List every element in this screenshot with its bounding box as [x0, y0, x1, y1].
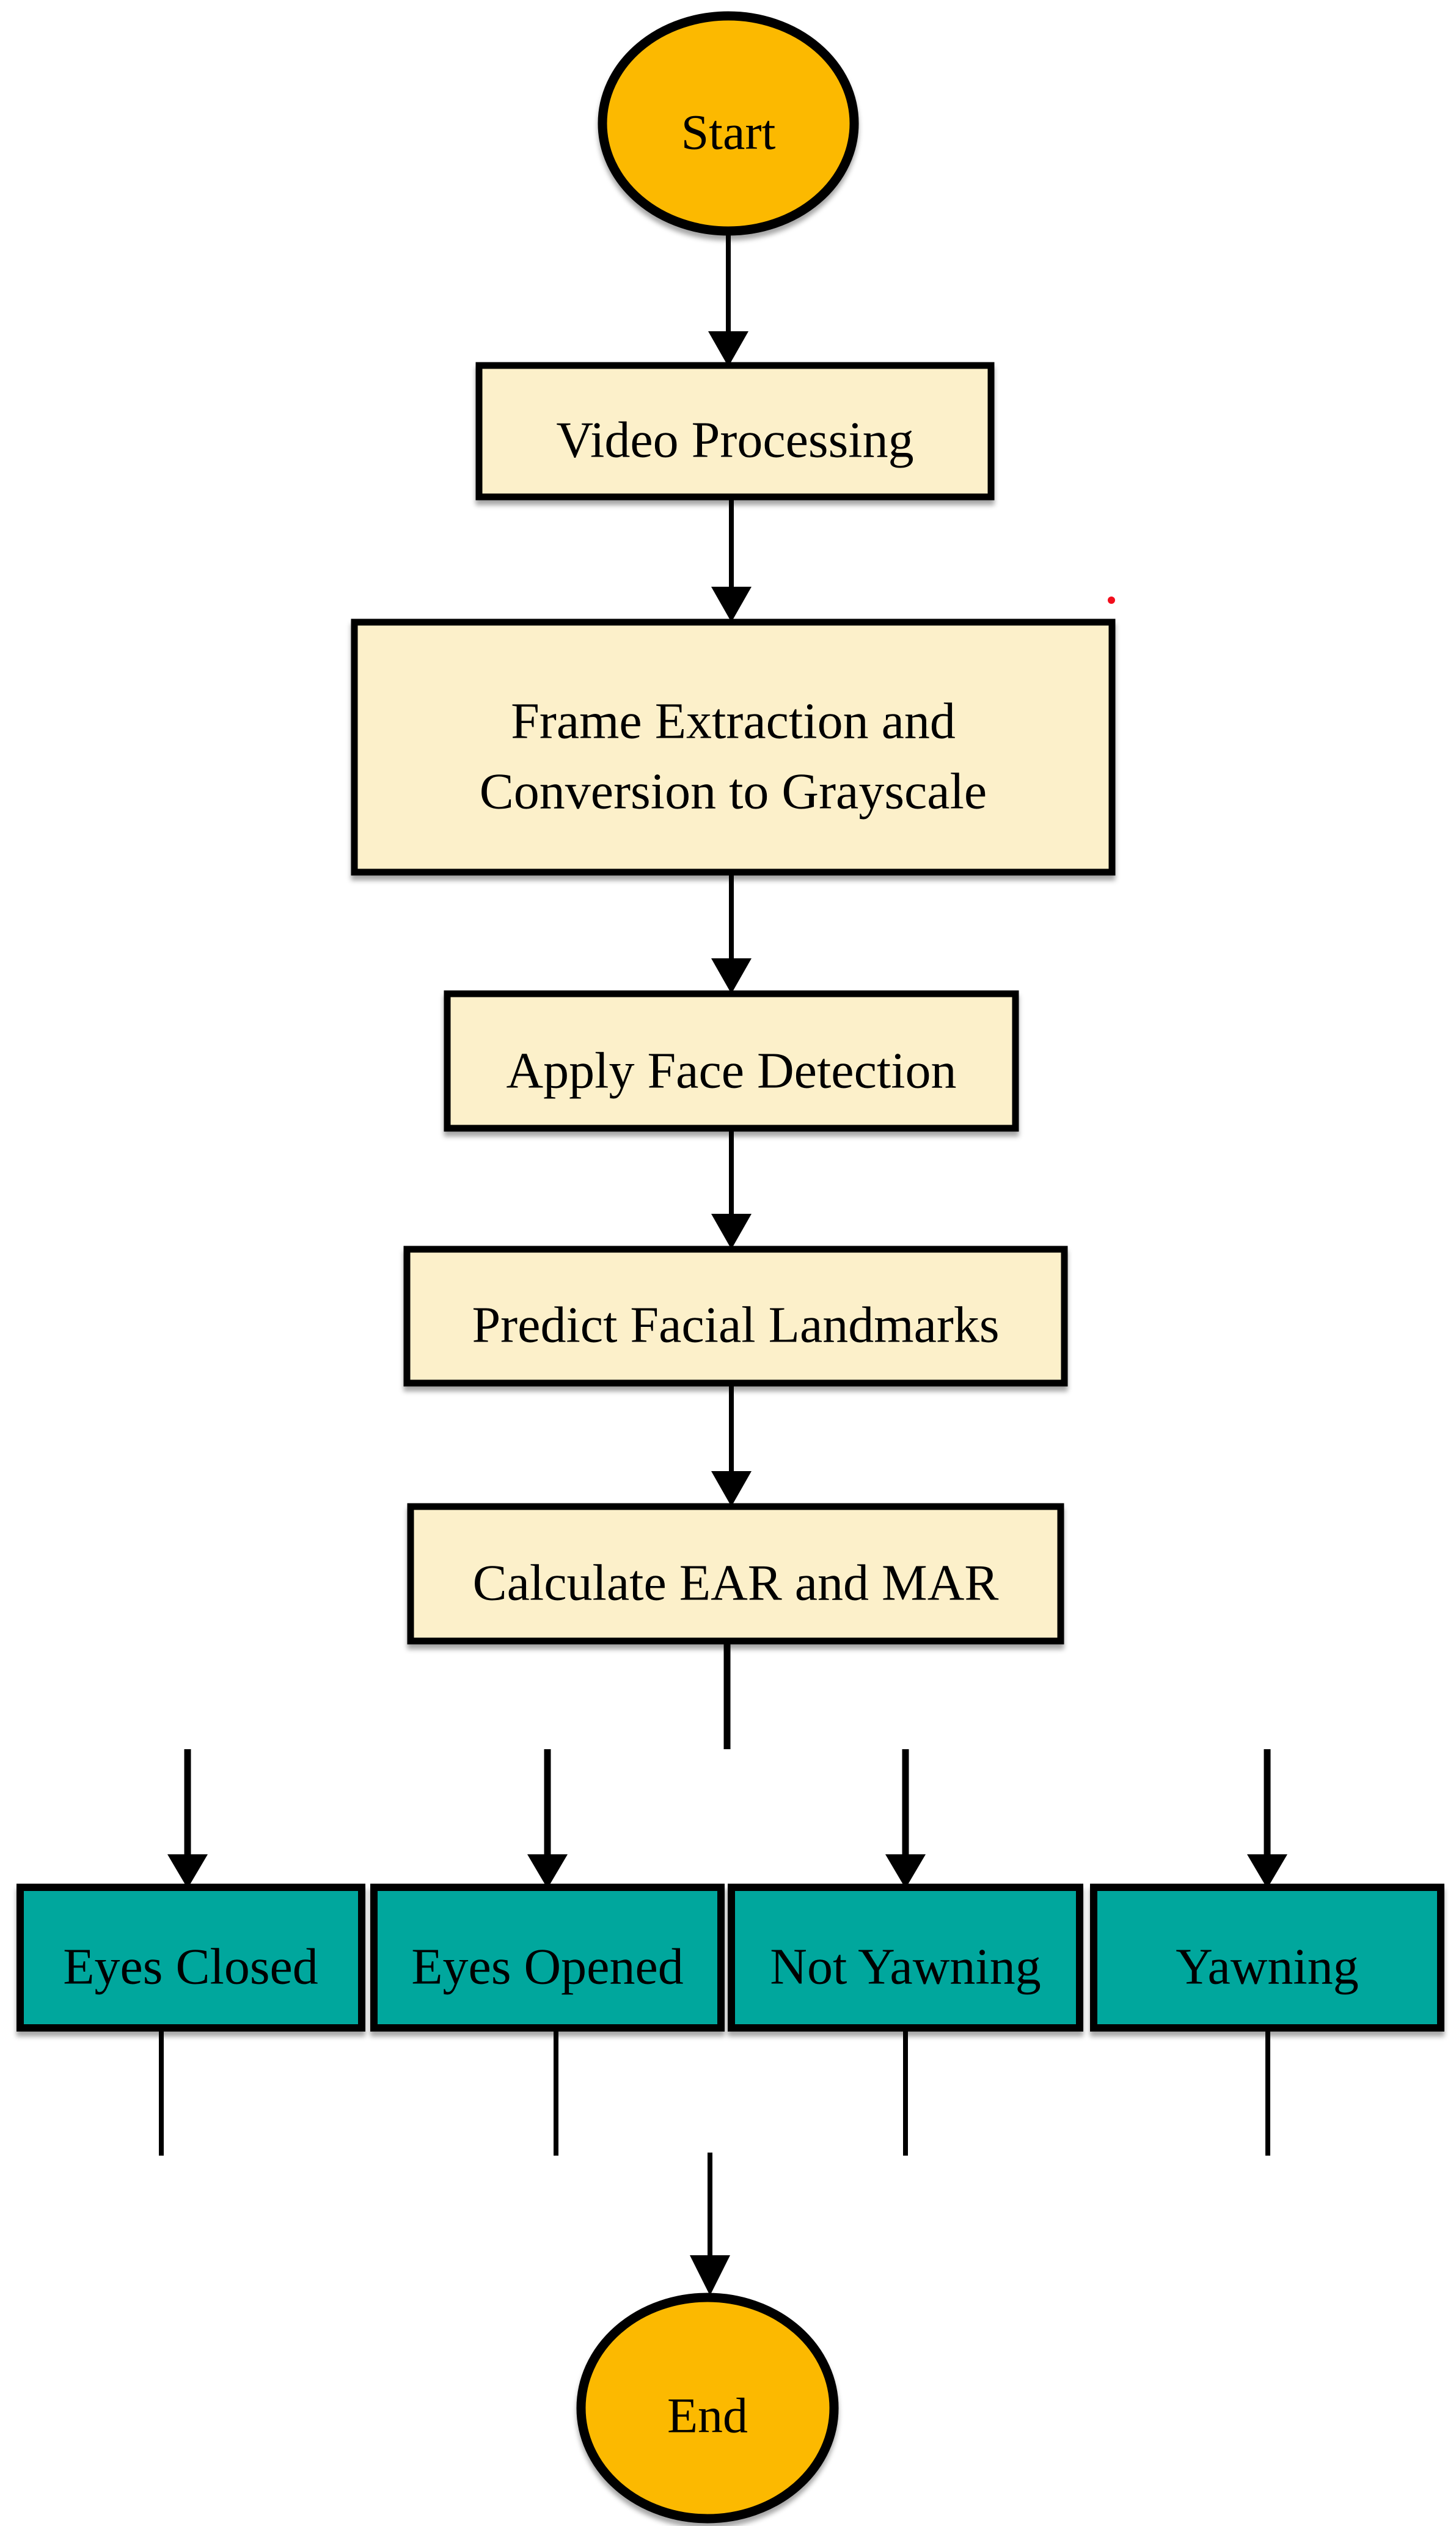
node-predict-facial-landmarks: [403, 1246, 1068, 1387]
node-video-processing-label: Video Processing: [556, 412, 913, 469]
node-not-yawning: [728, 1884, 1083, 2032]
node-layer: Start Video Processing Frame Extraction …: [16, 11, 1444, 2524]
node-calculate-ear-mar-label: Calculate EAR and MAR: [473, 1555, 999, 1612]
arrowhead-icon: [167, 1854, 208, 1889]
stray-red-dot: [1108, 597, 1115, 604]
node-apply-face-detection: [444, 990, 1019, 1132]
node-start-label: Start: [681, 105, 776, 160]
node-yawning: [1090, 1884, 1444, 2032]
arrowhead-icon: [1247, 1854, 1287, 1889]
node-not-yawning-label: Not Yawning: [770, 1939, 1041, 1995]
node-calculate-ear-mar: [407, 1503, 1064, 1645]
arrowhead-icon: [711, 587, 752, 622]
node-end: [576, 2293, 839, 2524]
connector-layer: [158, 231, 1287, 2296]
node-eyes-closed: [16, 1884, 365, 2032]
arrowhead-icon: [711, 1214, 752, 1249]
node-apply-face-detection-label: Apply Face Detection: [506, 1043, 956, 1100]
node-end-label: End: [667, 2388, 748, 2443]
node-video-processing: [475, 362, 995, 501]
arrowhead-icon: [885, 1854, 926, 1889]
arrowhead-icon: [711, 1471, 752, 1507]
node-frame-extraction-label-line1: Frame Extraction and: [511, 693, 956, 750]
node-predict-facial-landmarks-label: Predict Facial Landmarks: [472, 1297, 999, 1354]
arrowhead-icon: [708, 331, 748, 367]
node-eyes-closed-label: Eyes Closed: [63, 1939, 318, 1995]
arrowhead-icon: [527, 1854, 568, 1889]
node-eyes-opened: [370, 1884, 725, 2032]
node-eyes-opened-label: Eyes Opened: [411, 1939, 684, 1995]
arrowhead-icon: [711, 958, 752, 994]
node-start: [598, 11, 859, 236]
arrowhead-icon: [690, 2255, 730, 2296]
node-yawning-label: Yawning: [1176, 1939, 1359, 1995]
node-frame-extraction: [351, 619, 1116, 876]
node-frame-extraction-label-line2: Conversion to Grayscale: [480, 763, 987, 820]
